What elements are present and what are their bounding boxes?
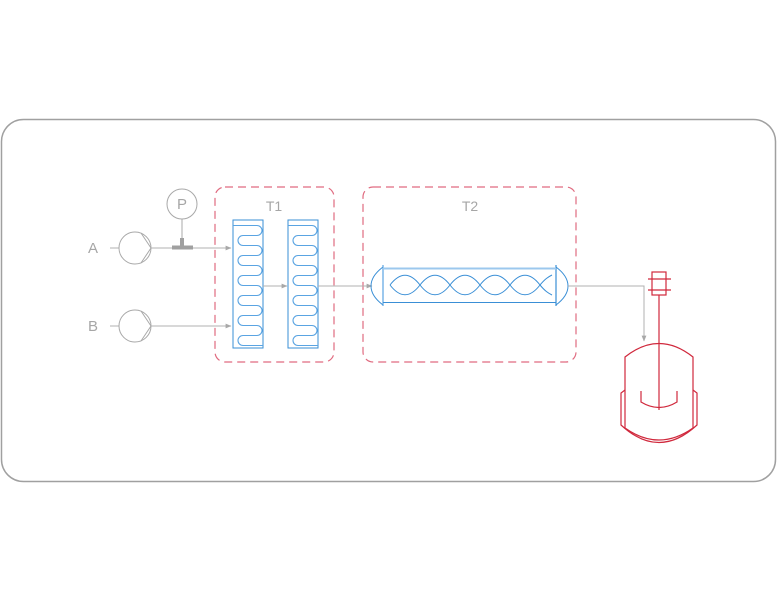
pump-b-icon[interactable] bbox=[118, 309, 152, 343]
zone-t2[interactable]: T2 bbox=[362, 186, 577, 363]
zone-t2-label: T2 bbox=[462, 198, 479, 214]
input-b-label: B bbox=[88, 318, 98, 335]
coil-reactor-2[interactable] bbox=[287, 219, 319, 349]
pressure-sensor-label: P bbox=[177, 196, 187, 213]
line-tube-to-vessel bbox=[568, 285, 647, 342]
coil-reactor-1[interactable] bbox=[232, 219, 264, 349]
collection-vessel[interactable] bbox=[620, 271, 698, 444]
zone-t1-label: T1 bbox=[266, 198, 283, 214]
vessel-jacket bbox=[620, 389, 698, 444]
pump-a-icon[interactable] bbox=[118, 231, 152, 265]
impeller-icon bbox=[640, 391, 678, 409]
tee-connector-icon bbox=[180, 238, 184, 246]
vessel-body bbox=[624, 343, 694, 441]
pressure-sensor[interactable]: P bbox=[166, 188, 198, 250]
input-a-label: A bbox=[88, 240, 98, 257]
zone-t1[interactable]: T1 bbox=[214, 186, 335, 363]
tube-reactor[interactable] bbox=[370, 265, 569, 306]
